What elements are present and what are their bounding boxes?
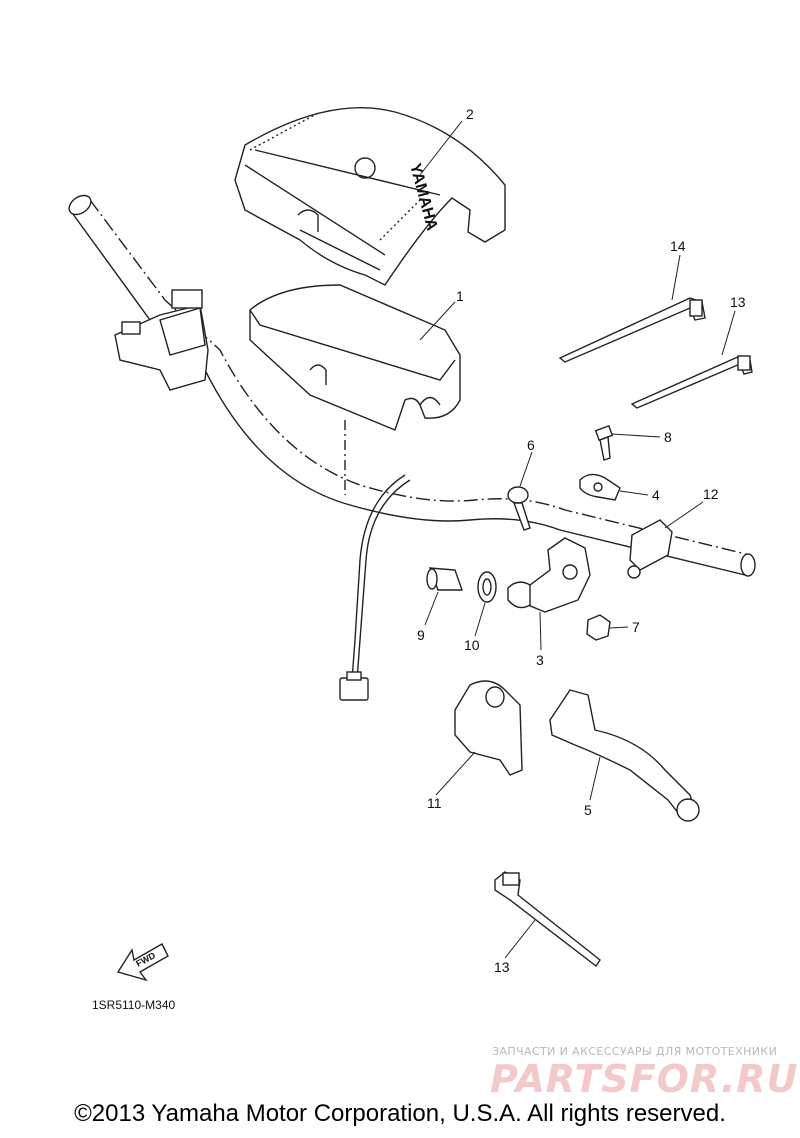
- callout-7: 7: [632, 619, 640, 635]
- watermark-logo: PARTSFOR.RU: [490, 1057, 798, 1101]
- left-switch-housing: [114, 289, 209, 391]
- copyright-notice: ©2013 Yamaha Motor Corporation, U.S.A. A…: [74, 1100, 726, 1127]
- callout-9: 9: [417, 627, 425, 643]
- callout-13-lower: 13: [494, 959, 510, 975]
- holder-12: [627, 519, 673, 579]
- watermark-tagline: ЗАПЧАСТИ И АКСЕССУАРЫ ДЛЯ МОТОТЕХНИКИ: [492, 1045, 777, 1058]
- watermark: ЗАПЧАСТИ И АКСЕССУАРЫ ДЛЯ МОТОТЕХНИКИ PA…: [490, 1045, 798, 1101]
- callout-3: 3: [536, 652, 544, 668]
- leader-lines: [419, 120, 736, 959]
- callout-2: 2: [466, 106, 474, 122]
- diagram-code: 1SR5110-M340: [92, 998, 175, 1012]
- nut-7: [586, 614, 611, 641]
- callout-13-upper: 13: [730, 294, 746, 310]
- callout-4: 4: [652, 487, 660, 503]
- locknut-10: [477, 571, 497, 603]
- callout-14: 14: [670, 238, 686, 254]
- callout-11: 11: [427, 795, 442, 811]
- callout-numbers: 2 1 14 13 8 4 6 12 7 3 9 10 11 5 13: [417, 106, 746, 975]
- clamp-4: [579, 473, 621, 501]
- handlebar-pad-cover: YAMAHA: [234, 107, 506, 286]
- pivot-bolt-6: [507, 486, 531, 531]
- cable-tie-13-lower: [494, 871, 601, 968]
- fwd-arrow-icon: FWD: [116, 943, 169, 982]
- callout-12: 12: [703, 486, 719, 502]
- callout-10: 10: [464, 637, 480, 653]
- wire-harness: [339, 474, 411, 701]
- callout-8: 8: [664, 429, 672, 445]
- lever-cover-11: [454, 680, 523, 776]
- lever-bracket-3: [507, 537, 591, 613]
- callout-1: 1: [456, 288, 464, 304]
- cable-tie-13-upper: [630, 355, 753, 409]
- callout-5: 5: [584, 802, 592, 818]
- foam-pad: [249, 284, 461, 431]
- callout-6: 6: [527, 437, 535, 453]
- cable-tie-14: [558, 297, 706, 363]
- adjuster-9: [426, 567, 463, 591]
- bolt-8: [594, 425, 614, 461]
- lever-5: [549, 689, 700, 822]
